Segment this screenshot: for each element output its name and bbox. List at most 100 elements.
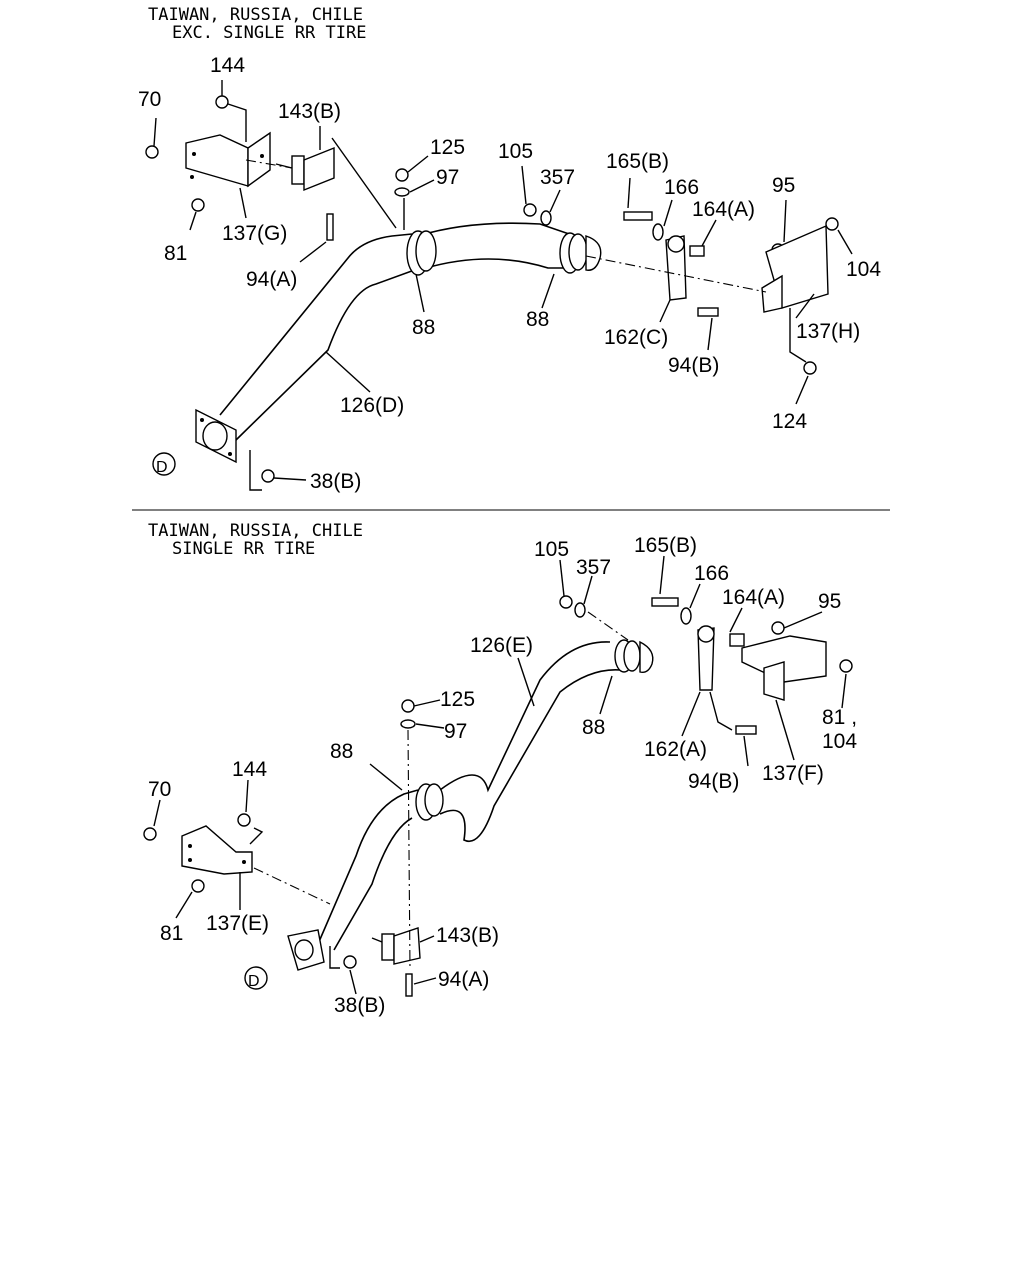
bracket-137h [761, 224, 829, 313]
callout-94b-2: 94(B) [688, 770, 739, 793]
callout-164a: 164(A) [692, 198, 755, 221]
section-2-header-line-2: SINGLE RR TIRE [172, 539, 315, 559]
callout-162a: 162(A) [644, 738, 707, 761]
callout-95-2: 95 [818, 590, 841, 613]
callout-88-right-2: 88 [582, 716, 605, 739]
washer-166-icon [652, 223, 664, 241]
nut-125-icon-2 [401, 699, 415, 713]
centerlines-2 [253, 611, 629, 971]
hanger-162c [665, 235, 705, 301]
leaders-1 [153, 80, 853, 481]
callout-38b-2: 38(B) [334, 994, 385, 1017]
callout-94b: 94(B) [668, 354, 719, 377]
centerlines-1 [245, 159, 767, 491]
nut-81-icon-2 [191, 879, 205, 893]
callout-164a-2: 164(A) [722, 586, 785, 609]
nut-124-icon [803, 361, 817, 375]
hanger-162a [697, 625, 745, 691]
washer-357-icon [540, 210, 552, 226]
connector-d-circle [152, 452, 176, 476]
callout-166-2: 166 [694, 562, 729, 585]
callout-70-2: 70 [148, 778, 171, 801]
bolt-95-icon-2 [771, 621, 785, 635]
callout-357: 357 [540, 166, 575, 189]
callout-162c: 162(C) [604, 326, 668, 349]
bolt-94a-icon [326, 213, 334, 241]
leaders-2 [153, 555, 847, 995]
section-1-header-line-2: EXC. SINGLE RR TIRE [172, 23, 366, 43]
bracket-137e [181, 825, 253, 875]
washer-166-icon-2 [680, 607, 692, 625]
callout-125-2: 125 [440, 688, 475, 711]
callout-104: 104 [846, 258, 881, 281]
bolt-70-icon [145, 145, 159, 159]
nut-105-icon [523, 203, 537, 217]
nut-144-icon [215, 95, 229, 109]
nut-81-104-icon [839, 659, 853, 673]
washer-357-icon-2 [574, 602, 586, 618]
callout-124: 124 [772, 410, 807, 433]
callout-81-2: 81 [160, 922, 183, 945]
connector-d-label-2: D [248, 973, 260, 990]
nut-81-icon [191, 198, 205, 212]
callout-166: 166 [664, 176, 699, 199]
bolt-94b-icon-2 [735, 725, 757, 735]
bolt-94a-icon-2 [405, 973, 413, 997]
connector-d-label: D [156, 459, 168, 476]
section-single-rr-tire: TAIWAN, RUSSIA, CHILE SINGLE RR TIRE D [143, 521, 857, 1017]
callout-105: 105 [498, 140, 533, 163]
exhaust-pipe-126e [317, 639, 654, 951]
callout-97: 97 [436, 166, 459, 189]
callout-144: 144 [210, 54, 245, 77]
nut-104-icon [825, 217, 839, 231]
exhaust-pipe-126d [219, 222, 602, 441]
nut-144-icon-2 [237, 813, 251, 827]
callout-95: 95 [772, 174, 795, 197]
connector-d-circle-2 [244, 966, 268, 990]
nut-125-icon [395, 168, 409, 182]
bolt-94b-icon [697, 307, 719, 317]
callout-126e: 126(E) [470, 634, 533, 657]
washer-97-icon [394, 187, 410, 197]
callout-165b-2: 165(B) [634, 534, 697, 557]
callout-81: 81 [164, 242, 187, 265]
mount-143b-top [275, 146, 335, 192]
callout-105-2: 105 [534, 538, 569, 561]
callout-144-2: 144 [232, 758, 267, 781]
nut-38b-icon [261, 469, 275, 483]
callout-38b: 38(B) [310, 470, 361, 493]
mount-143b-bottom [371, 927, 421, 965]
callout-125: 125 [430, 136, 465, 159]
callout-81-104-b: 104 [822, 730, 857, 753]
callout-165b: 165(B) [606, 150, 669, 173]
bracket-137g [185, 131, 271, 188]
flange-d-2 [287, 929, 325, 971]
callout-88-left-2: 88 [330, 740, 353, 763]
hardware-set-2 [143, 595, 853, 997]
flange-d [195, 408, 237, 464]
nut-38b-icon-2 [343, 955, 357, 969]
callout-94a: 94(A) [246, 268, 297, 291]
callout-97-2: 97 [444, 720, 467, 743]
callout-81-104-a: 81 , [822, 706, 857, 729]
bolt-165b-icon [623, 211, 653, 221]
nut-105-icon-2 [559, 595, 573, 609]
washer-97-icon-2 [400, 719, 416, 729]
section-exc-single-rr-tire: TAIWAN, RUSSIA, CHILE EXC. SINGLE RR TIR… [138, 5, 881, 493]
callout-137e: 137(E) [206, 912, 269, 935]
callout-94a-2: 94(A) [438, 968, 489, 991]
callout-357-2: 357 [576, 556, 611, 579]
callout-137h: 137(H) [796, 320, 860, 343]
callout-88-right: 88 [526, 308, 549, 331]
bolt-70-icon-2 [143, 827, 157, 841]
callout-143b-2: 143(B) [436, 924, 499, 947]
callout-137g: 137(G) [222, 222, 287, 245]
section-2-header-line-1: TAIWAN, RUSSIA, CHILE [148, 521, 363, 541]
callout-143b: 143(B) [278, 100, 341, 123]
bracket-137f [741, 635, 827, 701]
callouts-1: 144 70 143(B) 125 97 105 357 165(B) 166 … [138, 54, 881, 493]
section-1-header-line-1: TAIWAN, RUSSIA, CHILE [148, 5, 363, 25]
callout-137f: 137(F) [762, 762, 824, 785]
callout-88-left: 88 [412, 316, 435, 339]
